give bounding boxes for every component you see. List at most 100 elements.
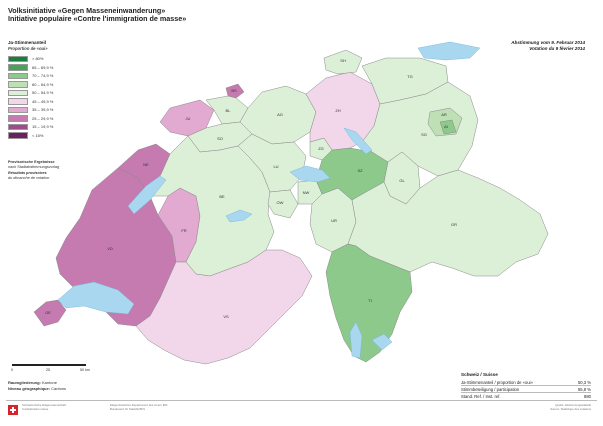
canton-label-bs: BS [231,88,237,93]
legend-label: 15 – 19,9 % [32,124,54,130]
legend-item: 25 – 29,9 % [8,115,53,123]
canton-label-zg: ZG [318,146,324,151]
legend-swatch [8,106,28,113]
canton-label-ai: AI [444,124,448,129]
legend-swatch [8,98,28,105]
legend-label: 50 – 54,9 % [32,90,54,96]
summary-row: Ja-Stimmenanteil / proportion de «oui»50… [461,379,591,387]
summary-row-value: 50,3 % [577,379,591,385]
summary-row-value: 55,8 % [577,386,591,392]
lake-lugano [371,333,393,351]
lake-neuchatel [127,175,167,215]
legend-title-de: Ja-Stimmenanteil [8,40,47,45]
canton-label-ar: AR [441,112,447,117]
legend-label: 25 – 29,9 % [32,115,54,121]
canton-label-nw: NW [303,190,310,195]
summary-row-label: Stimmbeteiligung / participation [461,386,520,392]
canton-label-lu: LU [273,164,278,169]
legend-item: 45 – 49,9 % [8,98,53,106]
footer-right: Quelle: Abstimmungsstatistik Source: Sta… [550,403,591,411]
legend-swatch [8,81,28,88]
geo-level-fr-value: Cantons [51,386,67,391]
canton-label-sg: SG [421,132,427,137]
geo-level-fr-label: Niveau géographique: [8,386,51,391]
canton-label-bl: BL [226,108,232,113]
lake-constance [417,41,481,61]
legend-item: 60 – 64,9 % [8,81,53,89]
canton-label-ju: JU [186,116,191,121]
canton-label-ne: NE [143,162,149,167]
legend-item: < 15% [8,132,53,140]
geo-level-de: Raumgliederung: Kantone [8,380,57,385]
geo-level-de-label: Raumgliederung: [8,380,41,385]
canton-label-tg: TG [407,74,413,79]
canton-label-zh: ZH [335,108,340,113]
canton-label-sz: SZ [357,168,363,173]
scale-bar: 0 25 50 km [11,364,92,372]
canton-label-gr: GR [451,222,457,227]
legend-swatch [8,123,28,130]
canton-label-ge: GE [45,310,51,315]
canton-ti[interactable] [325,243,413,363]
footer-right-line2: Source: Statistique des votations [550,406,591,411]
legend-swatch [8,115,28,122]
canton-ge[interactable] [33,299,67,327]
summary-row-label: Stand. Ref. / Inst. ref. [461,393,501,399]
legend-label: 65 – 69,9 % [32,64,54,70]
vote-date-de: Abstimmung vom 9. Februar 2014 [511,40,585,45]
canton-label-gl: GL [399,178,405,183]
canton-be[interactable] [149,135,275,277]
lake-zurich [343,127,373,155]
canton-label-so: SO [217,136,223,141]
summary-row: Stimmbeteiligung / participation 55,8 % [461,386,591,394]
national-summary: Schweiz / Suisse Ja-Stimmenanteil / prop… [461,372,591,401]
canton-ow[interactable] [267,189,299,219]
footer-left: Schweizerische Eidgenossenschaft Confédé… [22,403,66,411]
footer-rule [6,400,597,401]
canton-vs[interactable] [135,249,313,365]
canton-label-be: BE [219,194,225,199]
lake-lucerne [289,165,331,183]
legend-item: > 80% [8,55,53,63]
geo-level-fr: Niveau géographique: Cantons [8,386,66,391]
legend-label: 45 – 49,9 % [32,98,54,104]
footer-left-line1: Schweizerische Eidgenossenschaft [22,403,66,407]
vote-date-fr: Votation du 9 février 2014 [529,46,585,51]
canton-sh[interactable] [323,49,363,75]
canton-bs[interactable] [225,83,245,99]
scale-label-0: 0 [11,368,13,372]
legend-swatch [8,132,28,139]
legend-item: 35 – 39,9 % [8,106,53,114]
geo-level-de-value: Kantone [42,380,57,385]
canton-zh[interactable] [305,71,381,151]
note-fr-title: Résultats provisoires [8,171,47,175]
footer-mid-line1: Eidgenössisches Departement des Innern E… [110,403,168,407]
legend-swatch [8,64,28,71]
legend-item: 70 – 74,9 % [8,72,53,80]
legend-label: 35 – 39,9 % [32,107,54,113]
summary-title: Schweiz / Suisse [461,372,498,377]
canton-label-vs: VS [223,314,229,319]
note-fr-sub: du dimanche de votation [8,176,50,180]
footer-right-line1: Quelle: Abstimmungsstatistik [555,403,591,407]
map-title-fr: Initiative populaire «Contre l'immigrati… [8,14,187,23]
legend-swatch [8,89,28,96]
footer-left-line2: Confédération suisse [22,406,49,411]
canton-label-ow: OW [277,200,284,205]
scale-label-25: 25 [46,368,50,372]
note-de-sub: nach Stadtabstimmungsvorlag [8,165,60,169]
note-de-title: Provisorische Ergebnisse [8,160,55,164]
legend-label: > 80% [32,56,44,62]
lake-geneva [57,281,135,315]
scale-label-50: 50 km [80,368,90,372]
footer-mid: Eidgenössisches Departement des Innern E… [110,403,168,411]
lake-maggiore [349,321,363,359]
canton-lu[interactable] [237,133,307,193]
legend-title-fr: Proportion de «oui» [8,46,48,51]
legend-item: 50 – 54,9 % [8,89,53,97]
canton-ai[interactable] [439,119,457,135]
legend: > 80% 65 – 69,9 % 70 – 74,9 %60 – 64,9 %50… [8,55,53,140]
canton-label-fr: FR [181,228,186,233]
